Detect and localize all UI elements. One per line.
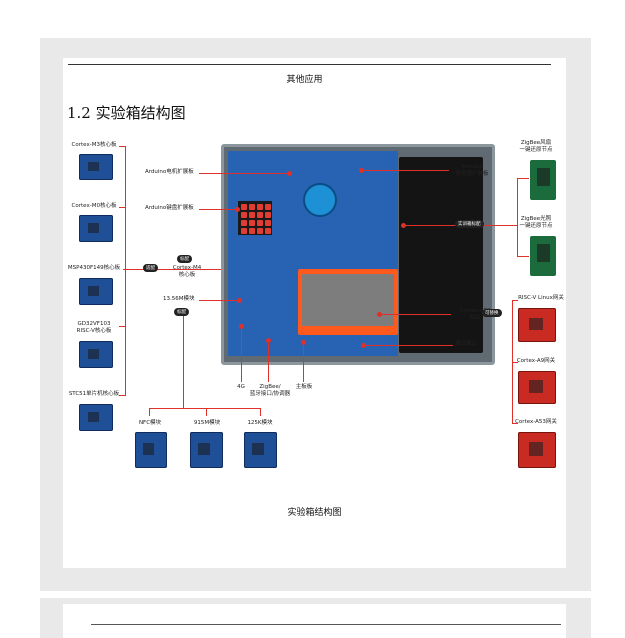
zigbee-fan-label: ZigBee风扇 一键还原节点 xyxy=(519,140,553,153)
915m-module-image xyxy=(190,432,223,468)
left-tick-4 xyxy=(119,326,126,327)
debug-dot xyxy=(361,343,366,348)
left-tick-5 xyxy=(119,395,126,396)
nfc-label: NFC模块 xyxy=(138,420,162,426)
rf-pill: 标配 xyxy=(174,308,189,316)
header-rule xyxy=(68,64,551,65)
915m-label: 915M模块 xyxy=(193,420,221,426)
mainboard-label: 主板板 xyxy=(295,384,313,390)
zigbee-fan-node-image xyxy=(530,160,556,200)
a53-gateway-image xyxy=(518,432,556,468)
left-label-3: MSP430F149核心板 xyxy=(67,265,121,271)
cortex-m0-board-image xyxy=(79,215,113,242)
debug-line xyxy=(363,345,453,346)
m4-pill: 标配 xyxy=(177,255,192,263)
figure-caption: 实验箱结构图 xyxy=(287,508,342,518)
right-top-dot xyxy=(401,223,406,228)
m4-label: Cortex-M4 核心板 xyxy=(172,265,202,278)
right-bottom-tick-1 xyxy=(512,300,518,301)
left-pill: 适配 xyxy=(143,264,158,272)
document-page: 其他应用 1.2 实验箱结构图 Cortex-M3核心板 Cortex-M0核心… xyxy=(63,58,566,568)
module-bracket-horizontal xyxy=(149,408,261,409)
keypad-ext-dot xyxy=(235,207,240,212)
module-tick-1 xyxy=(149,408,150,416)
main-board-area xyxy=(228,151,398,356)
left-label-2: Cortex-M0核心板 xyxy=(71,203,117,209)
a9-gateway-image xyxy=(518,371,556,404)
storage-compartment xyxy=(399,157,483,353)
experiment-box-image xyxy=(221,144,495,365)
a9-gateway-label: Cortex-A9网关 xyxy=(516,358,556,364)
rf-line xyxy=(199,300,239,301)
sensor-ext-dot xyxy=(359,168,364,173)
rf-dot xyxy=(237,298,242,303)
sensor-ext-line xyxy=(361,170,449,171)
msp430-board-image xyxy=(79,278,113,305)
right-bottom-tick-2 xyxy=(512,362,518,363)
a53-gateway-label: Cortex-A53网关 xyxy=(515,419,557,425)
section-title: 1.2 实验箱结构图 xyxy=(67,104,186,122)
page-header: 其他应用 xyxy=(286,75,323,85)
right-top-bracket xyxy=(517,178,518,256)
left-bracket-line xyxy=(125,146,126,396)
motor-ext-line xyxy=(199,173,289,174)
next-page-preview xyxy=(40,598,591,638)
right-bottom-tick-3 xyxy=(512,423,518,424)
motor-ext-label: Arduino电机扩展板 xyxy=(145,169,194,175)
keypad-ext-line xyxy=(199,209,237,210)
riscv-gateway-image xyxy=(518,308,556,342)
keypad-icon xyxy=(238,201,272,235)
g4-dot xyxy=(239,324,244,329)
a72-dot xyxy=(377,312,382,317)
rf-label: 13.56M模块 xyxy=(163,296,195,302)
left-tick-1 xyxy=(119,146,126,147)
left-label-4: GD32VF103 RISC-V核心板 xyxy=(76,321,112,334)
a72-line xyxy=(379,314,451,315)
left-tick-2 xyxy=(119,207,126,208)
nfc-module-image xyxy=(135,432,167,468)
right-top-tick-2 xyxy=(517,256,529,257)
gd32vf103-board-image xyxy=(79,341,113,368)
lcd-screen xyxy=(298,269,398,335)
zigbee-line xyxy=(268,340,269,382)
left-label-5: STC51单片机核心板 xyxy=(68,391,120,397)
right-bottom-pill: 可替换 xyxy=(482,309,502,317)
motor-ext-dot xyxy=(287,171,292,176)
g4-line xyxy=(241,326,242,382)
left-connector xyxy=(126,269,238,270)
zigbee-light-node-image xyxy=(530,236,556,276)
125k-module-image xyxy=(244,432,277,468)
keypad-ext-label: Arduino键盘扩展板 xyxy=(145,205,194,211)
fan-icon xyxy=(303,183,337,217)
cortex-m3-board-image xyxy=(79,154,113,180)
mainboard-line xyxy=(303,342,304,382)
module-tick-3 xyxy=(260,408,261,416)
mainboard-dot xyxy=(301,340,306,345)
stc51-board-image xyxy=(79,404,113,431)
a72-label: Cortex-A72 网关 xyxy=(459,308,491,321)
sensor-ext-label: Arduino 传感器扩展板 xyxy=(455,164,489,177)
left-tick-3 xyxy=(123,269,126,270)
left-label-1: Cortex-M3核心板 xyxy=(71,142,117,148)
g4-label: 4G xyxy=(237,384,245,390)
125k-label: 125K模块 xyxy=(247,420,273,426)
riscv-gateway-label: RISC-V Linux网关 xyxy=(518,295,564,301)
zigbee-light-label: ZigBee光照 一键还原节点 xyxy=(519,216,553,229)
right-top-pill: 实训箱标配 xyxy=(455,220,484,228)
zigbee-label: ZigBee/ 蓝牙接口/协调器 xyxy=(249,384,291,397)
rf-bracket-vertical xyxy=(183,316,184,408)
module-tick-2 xyxy=(206,408,207,416)
debug-label: 调试串口 xyxy=(455,341,478,347)
right-top-tick-1 xyxy=(517,178,529,179)
zigbee-dot xyxy=(266,338,271,343)
